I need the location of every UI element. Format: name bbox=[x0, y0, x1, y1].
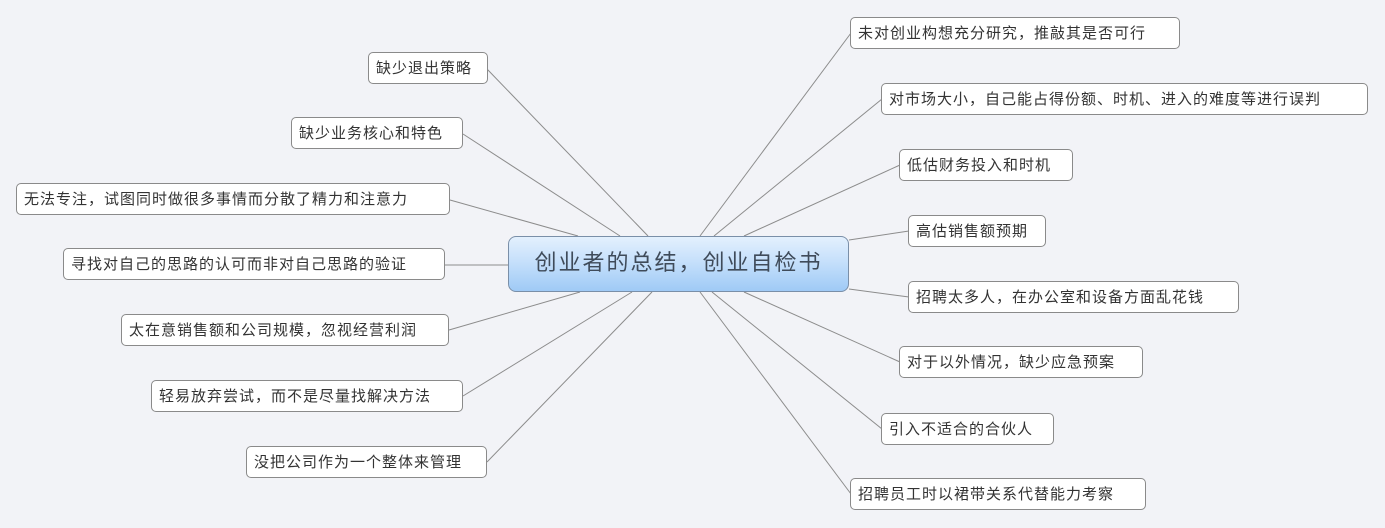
connector-line bbox=[711, 291, 883, 430]
topic-right-market-misjudgment[interactable]: 对市场大小，自己能占得份额、时机、进入的难度等进行误判 bbox=[881, 83, 1368, 115]
connector-line bbox=[848, 230, 910, 241]
topic-right-overestimate-sales[interactable]: 高估销售额预期 bbox=[908, 215, 1046, 247]
connector-line bbox=[448, 291, 581, 331]
topic-right-overspending[interactable]: 招聘太多人，在办公室和设备方面乱花钱 bbox=[908, 281, 1239, 313]
connector-line bbox=[848, 288, 910, 298]
topic-left-ignore-profit[interactable]: 太在意销售额和公司规模，忽视经营利润 bbox=[121, 314, 449, 346]
topic-right-underestimate-finance[interactable]: 低估财务投入和时机 bbox=[899, 149, 1073, 181]
connector-line bbox=[743, 164, 901, 237]
topic-left-core-business[interactable]: 缺少业务核心和特色 bbox=[291, 117, 463, 149]
connector-line bbox=[743, 291, 901, 363]
topic-left-lack-focus[interactable]: 无法专注，试图同时做很多事情而分散了精力和注意力 bbox=[16, 183, 450, 215]
connector-line bbox=[449, 199, 579, 237]
topic-left-not-managing-whole[interactable]: 没把公司作为一个整体来管理 bbox=[246, 446, 487, 478]
topic-right-no-contingency[interactable]: 对于以外情况，缺少应急预案 bbox=[899, 346, 1143, 378]
central-topic[interactable]: 创业者的总结，创业自检书 bbox=[508, 236, 849, 292]
topic-right-insufficient-research[interactable]: 未对创业构想充分研究，推敲其是否可行 bbox=[850, 17, 1180, 49]
topic-right-nepotism-hiring[interactable]: 招聘员工时以裙带关系代替能力考察 bbox=[850, 478, 1146, 510]
connector-line bbox=[462, 291, 633, 397]
connector-line bbox=[486, 291, 653, 463]
topic-right-wrong-partner[interactable]: 引入不适合的合伙人 bbox=[881, 413, 1054, 445]
connector-line bbox=[699, 32, 852, 237]
connector-line bbox=[462, 133, 621, 237]
connector-line bbox=[699, 291, 852, 495]
topic-left-seek-approval[interactable]: 寻找对自己的思路的认可而非对自己思路的验证 bbox=[63, 248, 445, 280]
connector-line bbox=[486, 68, 649, 237]
topic-left-give-up-easily[interactable]: 轻易放弃尝试，而不是尽量找解决方法 bbox=[151, 380, 463, 412]
connector-line bbox=[713, 98, 883, 237]
topic-left-exit-strategy[interactable]: 缺少退出策略 bbox=[368, 52, 488, 84]
